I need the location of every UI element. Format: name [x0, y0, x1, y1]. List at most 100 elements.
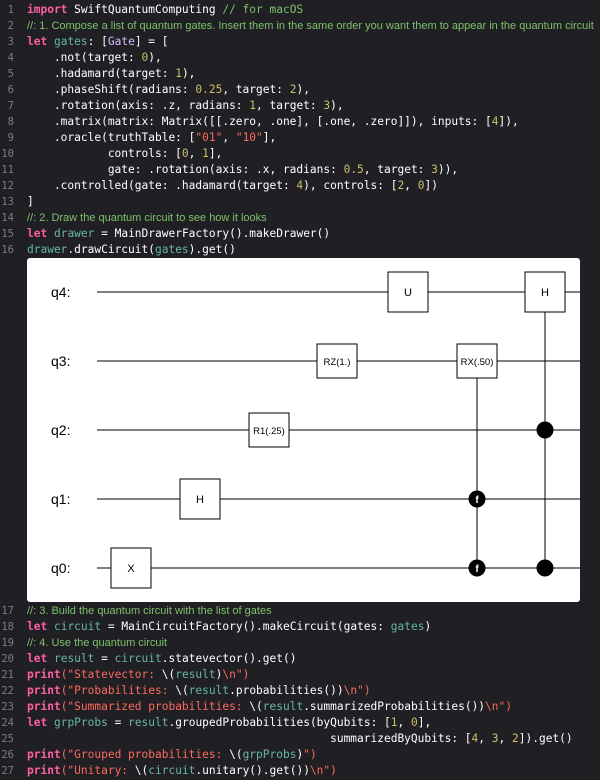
line-number: 20 [1, 653, 14, 665]
code-text: let grpProbs = result.groupedProbabiliti… [27, 715, 431, 731]
gate-h-q1: H [179, 478, 221, 520]
code-token: let [27, 35, 48, 48]
line-number: 5 [7, 68, 14, 80]
circuit-diagram-panel: q4: q3: q2: q1: q0: X H [27, 258, 580, 602]
code-token: .groupedProbabilities(byQubits: [ [168, 716, 391, 729]
line-number: 12 [1, 180, 14, 192]
code-token: , target: [222, 83, 290, 96]
code-text: gate: .rotation(axis: .x, radians: 0.5, … [27, 162, 458, 178]
code-token: let [27, 620, 48, 633]
code-text: import SwiftQuantumComputing // for macO… [27, 2, 303, 18]
code-text: print("Summarized probabilities: \(resul… [27, 699, 512, 715]
line-number: 19 [1, 637, 14, 649]
code-token [47, 652, 54, 665]
code-token: SwiftQuantumComputing [67, 3, 223, 16]
code-token: controls: [ [27, 147, 182, 160]
code-token: ) [296, 748, 304, 761]
code-token: \( [175, 684, 189, 697]
code-token: 0 [141, 51, 149, 64]
code-token: , [498, 732, 513, 745]
code-token: result [53, 652, 95, 665]
code-token: print [27, 684, 61, 697]
code-token: : [ [87, 35, 108, 48]
code-token: .matrix(matrix: Matrix([[.zero, .one], [… [27, 115, 492, 128]
code-token: ("Summarized probabilities: [60, 700, 250, 713]
code-token: \n") [222, 668, 250, 681]
code-text: print("Unitary: \(circuit.unitary().get(… [27, 763, 337, 779]
code-text: //: 1. Compose a list of quantum gates. … [27, 18, 594, 34]
gate-r1-label: R1(.25) [253, 426, 285, 437]
gate-x-label: X [127, 563, 135, 575]
line-number: 2 [7, 20, 14, 32]
code-token: , target: [363, 163, 432, 176]
code-text: ] [27, 194, 34, 210]
code-token: 1 [249, 99, 257, 112]
code-token: //: 2. Draw the quantum circuit to see h… [27, 212, 267, 224]
code-token [47, 716, 54, 729]
code-token: let [27, 652, 48, 665]
code-text: .not(target: 0), [27, 50, 162, 66]
code-text: //: 2. Draw the quantum circuit to see h… [27, 210, 267, 226]
line-number: 9 [7, 132, 14, 144]
line-number: 18 [1, 621, 14, 633]
code-token: ]), [498, 115, 519, 128]
code-token: print [27, 668, 61, 681]
gate-u: U [387, 271, 429, 313]
line-number: 11 [1, 164, 14, 176]
code-token: //: 4. Use the quantum circuit [27, 637, 168, 649]
code-token: .statevector().get() [161, 652, 297, 665]
oracle-control-q0-symbol: f [475, 564, 479, 575]
code-token: 1 [202, 147, 209, 160]
line-number: 25 [1, 733, 14, 745]
code-token: .not(target: [27, 51, 142, 64]
code-token: gate: .rotation(axis: .x, radians: [27, 163, 344, 176]
code-token: //: 1. Compose a list of quantum gates. … [27, 20, 594, 32]
code-token: drawer [53, 227, 95, 240]
code-token: ], [262, 131, 277, 144]
code-token: print [27, 764, 61, 777]
code-text: .rotation(axis: .z, radians: 1, target: … [27, 98, 344, 114]
code-token: \( [134, 764, 149, 777]
code-token: )), [437, 163, 459, 176]
line-number: 14 [1, 212, 14, 224]
gate-r1: R1(.25) [248, 412, 290, 448]
code-token: gates [53, 35, 88, 48]
code-token: ), [181, 67, 196, 80]
code-token: //: 3. Build the quantum circuit with th… [27, 605, 272, 617]
code-token: 3 [491, 732, 499, 745]
code-token: ), [296, 83, 310, 96]
code-text: drawer.drawCircuit(gates).get() [27, 242, 236, 258]
code-token: ("Statevector: [60, 668, 162, 681]
code-token [47, 620, 54, 633]
code-token: \n") [343, 684, 371, 697]
code-token: // for macOS [222, 3, 304, 16]
gate-rz-label: RZ(1.) [324, 357, 351, 368]
code-token: , [478, 732, 492, 745]
line-number: 13 [1, 196, 14, 208]
code-text: let circuit = MainCircuitFactory().makeC… [27, 619, 431, 635]
code-token: Gate [107, 35, 135, 48]
line-number: 6 [7, 84, 14, 96]
code-token: \n") [309, 764, 337, 777]
gate-u-label: U [404, 287, 412, 299]
code-token: drawer [27, 243, 68, 256]
line-number: 8 [7, 116, 14, 128]
code-text: let result = circuit.statevector().get() [27, 651, 296, 667]
code-text: print("Statevector: \(result)\n") [27, 667, 249, 683]
code-token: = [107, 716, 129, 729]
code-text: .phaseShift(radians: 0.25, target: 2), [27, 82, 310, 98]
gate-rx-label: RX(.50) [461, 357, 494, 368]
code-text: let drawer = MainDrawerFactory().makeDra… [27, 226, 330, 242]
line-number: 3 [7, 36, 14, 48]
code-token: summarizedByQubits: [ [27, 732, 472, 745]
qubit-label-q4: q4: [51, 284, 70, 300]
code-token: .hadamard(target: [27, 67, 176, 80]
code-token: 0 [181, 147, 189, 160]
code-token: ], [208, 147, 223, 160]
code-token: ]) [424, 179, 438, 192]
code-token: import [27, 3, 68, 16]
code-token: ), [330, 99, 344, 112]
code-token: ]).get() [518, 732, 573, 745]
code-text: .matrix(matrix: Matrix([[.zero, .one], [… [27, 114, 519, 130]
